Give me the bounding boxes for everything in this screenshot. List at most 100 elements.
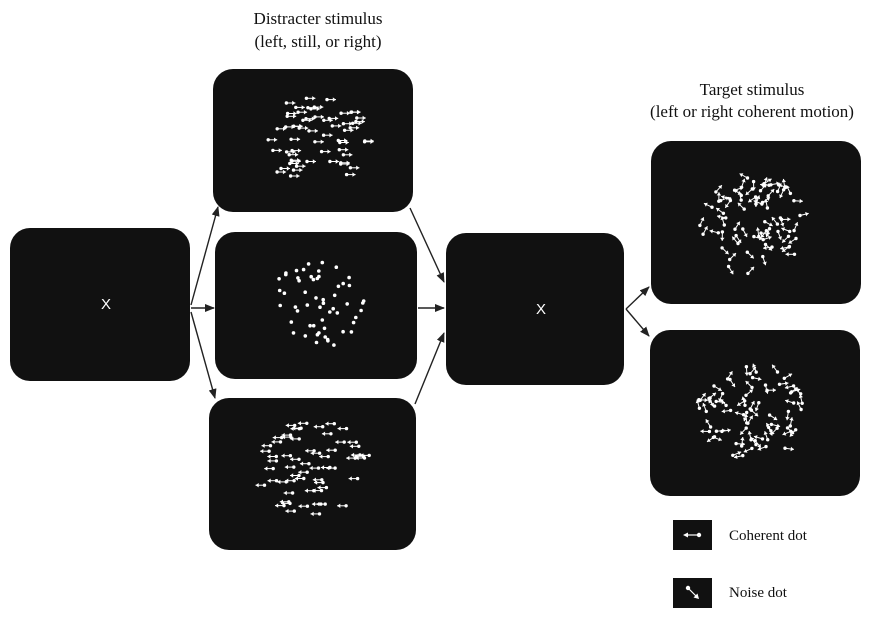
stimulus-dot: [292, 124, 303, 129]
stimulus-dot: [321, 297, 326, 302]
stimulus-dot: [785, 252, 797, 257]
fixation-cross-middle: X: [536, 301, 546, 318]
stimulus-dot: [705, 419, 713, 429]
stimulus-dot: [349, 444, 361, 449]
stimulus-dot: [769, 181, 780, 187]
stimulus-dot: [354, 119, 365, 124]
stimulus-dot: [290, 159, 301, 164]
stimulus-dot: [255, 483, 267, 488]
stimulus-dot: [320, 260, 325, 265]
stimulus-dot: [306, 262, 311, 266]
stimulus-dot: [304, 488, 316, 493]
stimulus-dot: [326, 465, 337, 471]
stimulus-dot: [749, 408, 759, 417]
stimulus-dot: [279, 166, 290, 171]
stimulus-dot: [743, 446, 754, 453]
target-title-line1: Target stimulus: [700, 80, 805, 99]
stimulus-dot: [311, 501, 323, 507]
stimulus-dot: [277, 277, 281, 281]
stimulus-dot: [314, 340, 319, 345]
stimulus-dot: [281, 432, 293, 438]
stimulus-dot: [304, 116, 315, 121]
stimulus-dot: [781, 178, 787, 190]
stimulus-dot: [783, 446, 794, 452]
stimulus-dot: [307, 128, 318, 134]
stimulus-dot: [788, 236, 798, 244]
stimulus-dot: [757, 444, 768, 451]
stimulus-dot: [330, 123, 342, 129]
stimulus-dot: [285, 423, 297, 428]
stimulus-dot: [761, 254, 767, 266]
arrow-fixation-to-target-top: [625, 286, 650, 310]
stimulus-dot: [299, 461, 311, 466]
stimulus-dot: [277, 288, 282, 293]
stimulus-dot: [339, 111, 351, 116]
stimulus-dot: [737, 202, 746, 211]
arrow-right-motion-to-fixation: [409, 207, 445, 283]
stimulus-dot: [720, 428, 731, 434]
stimulus-dot: [712, 384, 722, 392]
stimulus-dot: [318, 305, 322, 310]
stimulus-dot: [349, 330, 354, 334]
stimulus-dot: [737, 191, 743, 202]
stimulus-dot: [734, 441, 746, 447]
stimulus-dot: [325, 421, 336, 426]
stimulus-dot: [303, 334, 308, 338]
stimulus-dot: [336, 284, 341, 289]
stimulus-dot: [309, 274, 314, 279]
fixation-cross-left: X: [101, 296, 111, 313]
arrow-fixation-to-target-bottom: [625, 308, 650, 337]
stimulus-dot: [734, 411, 746, 417]
stimulus-dot: [295, 309, 300, 313]
fixation-panel-left: [10, 228, 190, 381]
stimulus-dot: [335, 439, 346, 445]
stimulus-dot: [744, 365, 749, 376]
stimulus-dot: [755, 227, 761, 238]
stimulus-dot: [745, 250, 755, 259]
stimulus-dot: [327, 116, 339, 121]
stimulus-dot: [350, 452, 362, 458]
stimulus-dot: [282, 291, 287, 296]
distracter-title-line2: (left, still, or right): [254, 32, 381, 51]
stimulus-dot: [293, 305, 298, 309]
stimulus-dot: [347, 440, 358, 445]
stimulus-dot: [725, 371, 733, 381]
stimulus-dot: [303, 290, 308, 295]
stimulus-dot: [305, 159, 316, 164]
stimulus-dot: [328, 159, 339, 164]
stimulus-dot: [313, 114, 324, 120]
stimulus-dot: [275, 126, 287, 131]
stimulus-dot: [298, 504, 310, 509]
stimulus-dot: [317, 269, 321, 273]
stimulus-dot: [739, 426, 748, 436]
stimulus-dot: [341, 329, 345, 334]
stimulus-dot: [260, 449, 271, 454]
stimulus-dot: [284, 100, 296, 106]
stimulus-dot: [745, 187, 754, 196]
stimulus-dot: [792, 222, 799, 233]
dot-field-still: [277, 260, 366, 347]
stimulus-dot: [758, 183, 767, 193]
stimulus-dot: [267, 458, 279, 464]
stimulus-dot: [715, 207, 726, 215]
stimulus-dot: [747, 430, 753, 442]
stimulus-dot: [341, 121, 353, 126]
stimulus-dot: [338, 140, 349, 145]
stimulus-dot: [714, 399, 726, 405]
stimulus-dot: [359, 308, 363, 313]
stimulus-dot: [337, 426, 349, 431]
stimulus-dot: [328, 310, 332, 314]
arrow-left-motion-to-fixation: [414, 332, 445, 405]
stimulus-dot: [765, 227, 772, 238]
stimulus-dot: [294, 105, 305, 110]
stimulus-dot: [308, 323, 312, 328]
stimulus-dot: [702, 402, 708, 414]
stimulus-dot: [771, 364, 780, 374]
dot-field-target-bottom: [695, 363, 804, 459]
stimulus-dot: [718, 391, 725, 403]
stimulus-dot: [734, 233, 742, 244]
stimulus-dot: [728, 252, 737, 262]
distracter-panel-right-motion: [213, 69, 413, 212]
stimulus-dot: [348, 476, 360, 481]
arrow-fixation-to-right-motion: [190, 206, 220, 306]
